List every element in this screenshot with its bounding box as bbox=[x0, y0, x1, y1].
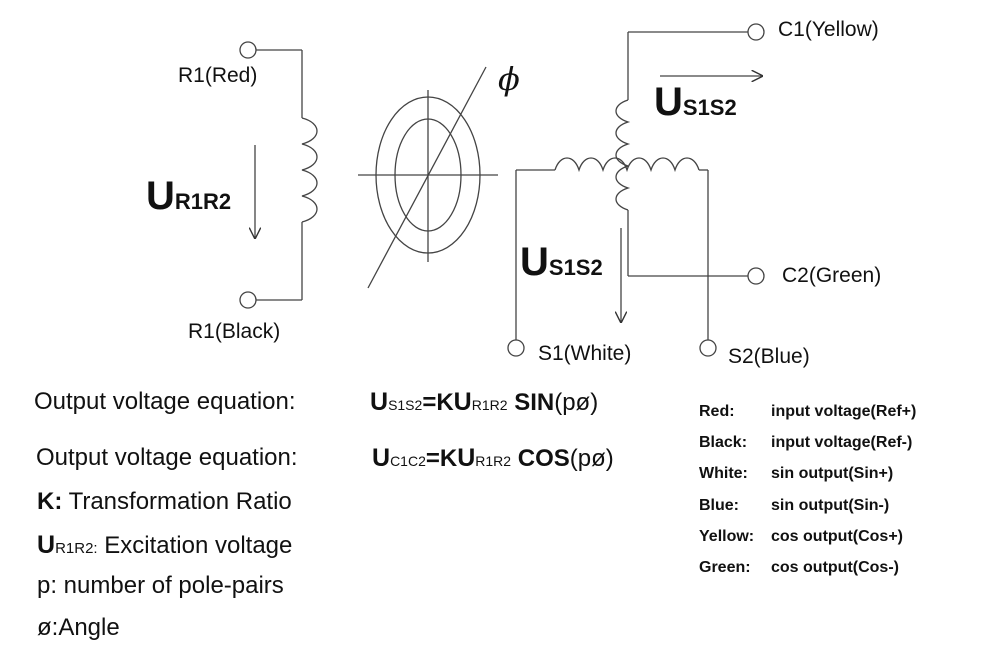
legend-row-black: Black:input voltage(Ref-) bbox=[699, 434, 913, 451]
definition-angle: ø:Angle bbox=[37, 614, 120, 641]
cos-coil-upper bbox=[615, 99, 631, 167]
label-s1: S1(White) bbox=[538, 342, 632, 365]
terminal-s2 bbox=[699, 339, 717, 357]
voltage-label-r1r2: UR1R2 bbox=[146, 174, 232, 218]
terminal-r1-black bbox=[239, 291, 257, 309]
definition-p: p: number of pole-pairs bbox=[37, 572, 284, 599]
label-c2: C2(Green) bbox=[782, 264, 882, 287]
equation-cos: UC1C2=KUR1R2 COS(pø) bbox=[372, 444, 614, 472]
rotor-coil bbox=[301, 117, 318, 223]
terminal-s1 bbox=[507, 339, 525, 357]
label-r1-black: R1(Black) bbox=[188, 320, 281, 343]
legend-row-white: White:sin output(Sin+) bbox=[699, 465, 894, 482]
rotor-winding bbox=[239, 41, 318, 309]
voltage-label-s1s2-top: US1S2 bbox=[654, 80, 737, 124]
definition-u: UR1R2: Excitation voltage bbox=[37, 531, 293, 559]
terminal-c1 bbox=[747, 23, 765, 41]
legend-row-blue: Blue:sin output(Sin-) bbox=[699, 497, 890, 514]
equation-label-cos: Output voltage equation: bbox=[36, 444, 298, 471]
label-s2: S2(Blue) bbox=[728, 345, 810, 368]
legend-row-green: Green:cos output(Cos-) bbox=[699, 559, 899, 576]
rotor-core-symbol bbox=[358, 66, 498, 289]
label-c1: C1(Yellow) bbox=[778, 18, 879, 41]
sin-coil bbox=[554, 157, 700, 173]
voltage-label-s1s2-mid: US1S2 bbox=[520, 240, 603, 284]
resolver-schematic bbox=[239, 23, 765, 357]
label-r1-red: R1(Red) bbox=[178, 64, 258, 87]
cos-coil-lower bbox=[615, 165, 631, 211]
legend-row-red: Red:input voltage(Ref+) bbox=[699, 403, 917, 420]
terminal-c2 bbox=[747, 267, 765, 285]
definition-k: K: Transformation Ratio bbox=[37, 488, 292, 515]
phi-symbol: ϕ bbox=[498, 60, 520, 98]
legend-row-yellow: Yellow:cos output(Cos+) bbox=[699, 528, 903, 545]
equation-label-sin: Output voltage equation: bbox=[34, 388, 296, 415]
equation-sin: US1S2=KUR1R2 SIN(pø) bbox=[370, 388, 599, 416]
stator-windings bbox=[507, 23, 765, 357]
terminal-r1-red bbox=[239, 41, 257, 59]
